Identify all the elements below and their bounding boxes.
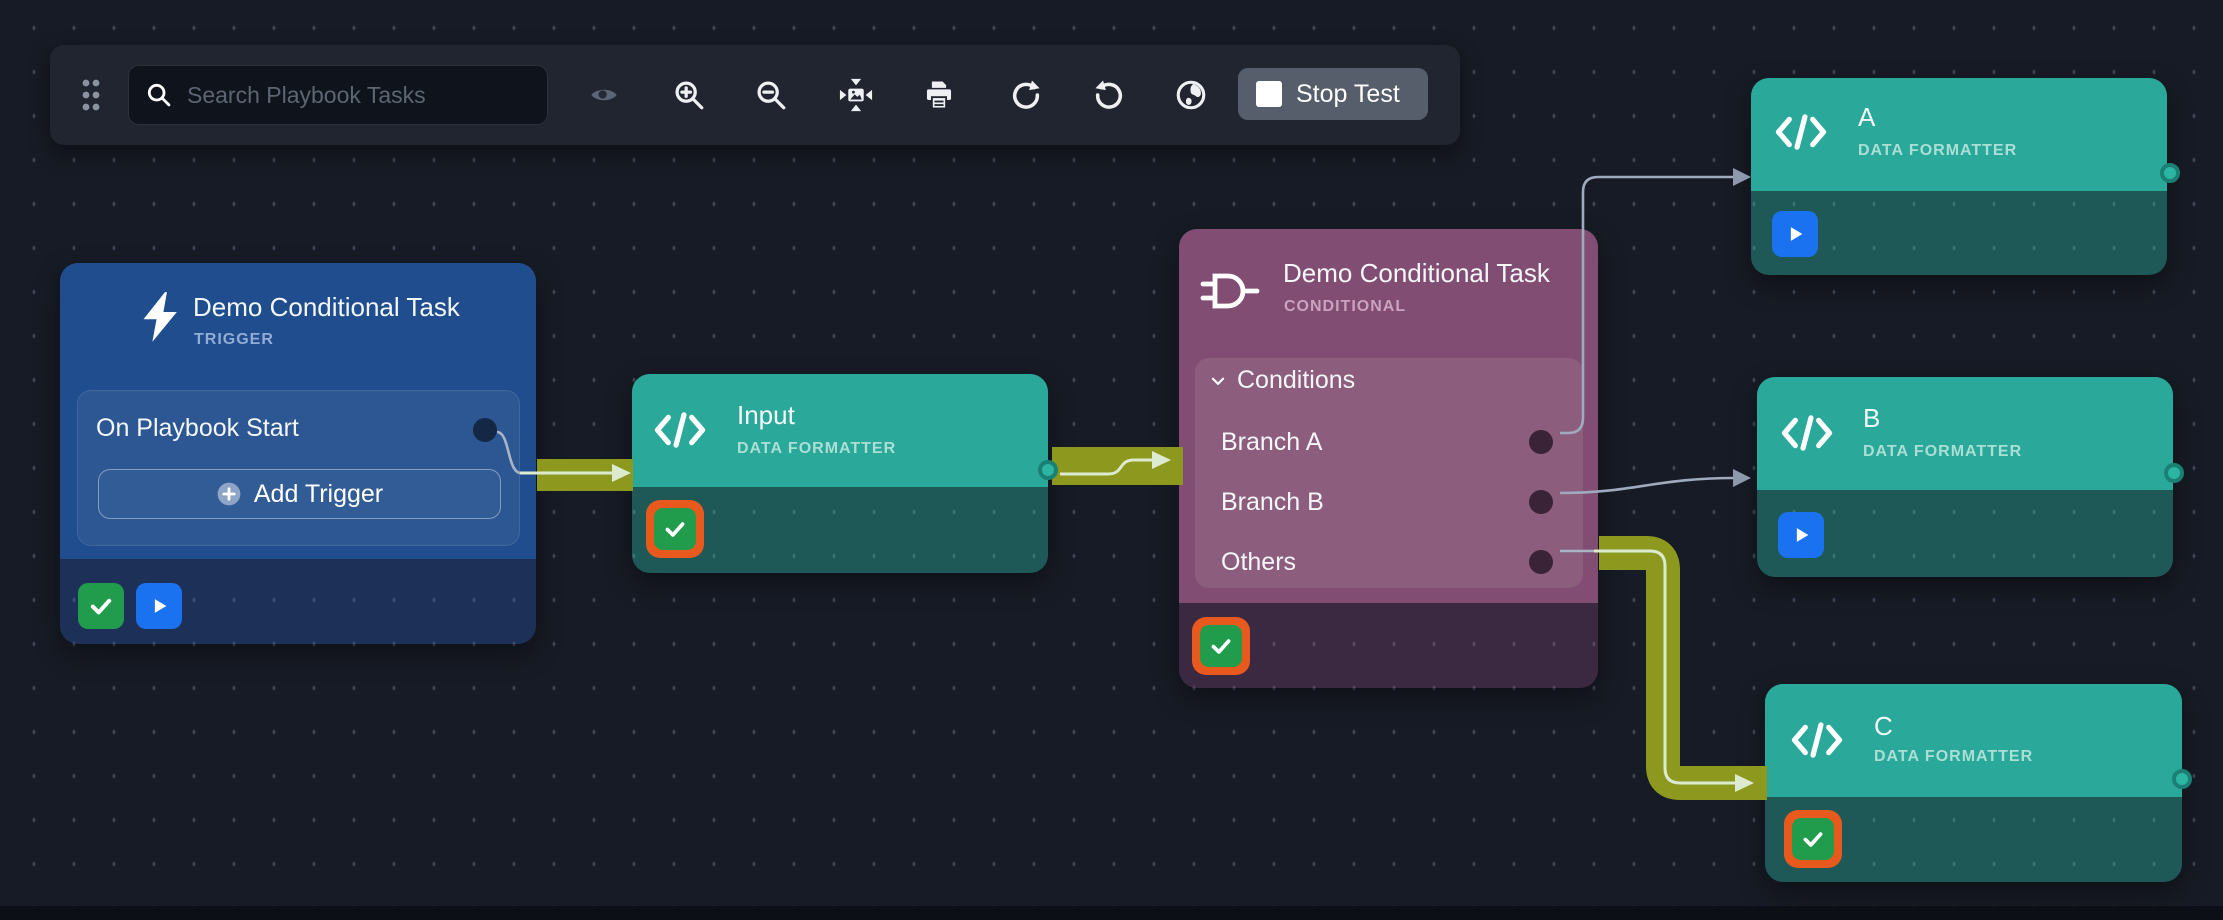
- code-icon: [1771, 106, 1831, 158]
- node-title: Input: [737, 400, 795, 430]
- arrowhead-into-b: [1733, 469, 1751, 487]
- lightning-icon: [128, 285, 192, 349]
- plus-circle-icon: [216, 481, 242, 507]
- run-play-button[interactable]: [1778, 512, 1824, 558]
- output-port[interactable]: [2172, 769, 2192, 789]
- node-title: B: [1863, 403, 1881, 433]
- check-icon: [1803, 832, 1823, 847]
- node-c-header: [1765, 684, 2182, 797]
- output-port[interactable]: [2164, 463, 2184, 483]
- node-type-label: TRIGGER: [194, 331, 274, 348]
- branch-b-port[interactable]: [1529, 490, 1553, 514]
- eye-icon[interactable]: [585, 76, 623, 114]
- branch-row-others[interactable]: Others: [1195, 540, 1583, 588]
- add-trigger-button[interactable]: Add Trigger: [98, 469, 501, 519]
- run-play-button[interactable]: [136, 583, 182, 629]
- node-title: A: [1858, 102, 1876, 132]
- play-icon: [1796, 528, 1809, 542]
- success-check-button[interactable]: [78, 583, 124, 629]
- node-type-label: DATA FORMATTER: [737, 440, 897, 457]
- arrowhead-into-a: [1733, 168, 1751, 186]
- play-icon: [154, 599, 167, 613]
- stop-icon: [1256, 81, 1282, 107]
- output-port[interactable]: [2160, 163, 2180, 183]
- node-type-label: DATA FORMATTER: [1858, 142, 2018, 159]
- check-icon: [665, 522, 685, 537]
- node-b[interactable]: B DATA FORMATTER: [1757, 377, 2184, 577]
- check-icon: [1211, 639, 1231, 654]
- print-icon[interactable]: [920, 76, 958, 114]
- arrowhead-into-conditional: [1152, 451, 1171, 469]
- chevron-down-icon: [1211, 377, 1225, 385]
- check-icon: [90, 598, 112, 615]
- trigger-row-label: On Playbook Start: [96, 414, 299, 442]
- branch-row-a[interactable]: Branch A: [1195, 420, 1583, 468]
- arrowhead-into-c: [1735, 774, 1754, 792]
- conditions-section-toggle[interactable]: Conditions: [1209, 366, 1355, 395]
- branch-a-port[interactable]: [1529, 430, 1553, 454]
- node-title: Demo Conditional Task: [1283, 258, 1550, 288]
- success-check-button-selected[interactable]: [1192, 617, 1250, 675]
- node-trigger-header: [60, 263, 536, 559]
- node-title: C: [1874, 711, 1893, 741]
- editor-toolbar: Stop Test: [50, 45, 1460, 145]
- search-input[interactable]: [185, 80, 531, 110]
- branch-row-b[interactable]: Branch B: [1195, 480, 1583, 528]
- node-title: Demo Conditional Task: [193, 292, 460, 322]
- zoom-in-icon[interactable]: [670, 76, 708, 114]
- trigger-output-port[interactable]: [473, 418, 497, 442]
- branch-label: Branch B: [1221, 488, 1324, 516]
- node-trigger[interactable]: Demo Conditional Task TRIGGER On Playboo…: [60, 263, 536, 644]
- branch-label: Others: [1221, 548, 1297, 576]
- wire-others-to-c: [1599, 536, 1767, 800]
- drag-handle[interactable]: [80, 76, 102, 119]
- zoom-out-icon[interactable]: [752, 76, 790, 114]
- node-input[interactable]: Input DATA FORMATTER: [632, 374, 1058, 573]
- trigger-panel: On Playbook Start Add Trigger: [77, 390, 520, 546]
- output-port[interactable]: [1038, 460, 1058, 480]
- globe-icon[interactable]: [1172, 76, 1210, 114]
- node-type-label: DATA FORMATTER: [1874, 748, 2034, 765]
- success-check-button-selected[interactable]: [1784, 810, 1842, 868]
- play-icon: [1790, 227, 1803, 241]
- branch-label: Branch A: [1221, 428, 1323, 456]
- node-conditional[interactable]: Demo Conditional Task CONDITIONAL Condit…: [1179, 229, 1598, 688]
- search-icon: [145, 81, 173, 109]
- node-type-label: DATA FORMATTER: [1863, 443, 2023, 460]
- logic-gate-icon: [1197, 265, 1263, 317]
- conditions-panel: Conditions Branch A Branch B Others: [1195, 358, 1583, 588]
- search-box: [128, 65, 548, 125]
- stop-test-button[interactable]: Stop Test: [1238, 68, 1428, 120]
- others-port[interactable]: [1529, 550, 1553, 574]
- node-a[interactable]: A DATA FORMATTER: [1751, 78, 2180, 275]
- code-icon: [1787, 714, 1847, 766]
- undo-icon[interactable]: [1090, 76, 1128, 114]
- bottom-edge: [0, 906, 2223, 920]
- conditions-section-label: Conditions: [1237, 366, 1356, 394]
- redo-icon[interactable]: [1007, 76, 1045, 114]
- stop-test-label: Stop Test: [1296, 79, 1400, 108]
- code-icon: [1777, 407, 1837, 459]
- fit-view-icon[interactable]: [837, 76, 875, 114]
- success-check-button-selected[interactable]: [646, 500, 704, 558]
- add-trigger-label: Add Trigger: [253, 479, 384, 508]
- run-play-button[interactable]: [1772, 211, 1818, 257]
- arrowhead-into-input: [612, 464, 631, 482]
- node-type-label: CONDITIONAL: [1284, 298, 1407, 315]
- code-icon: [650, 404, 710, 456]
- node-c[interactable]: C DATA FORMATTER: [1765, 684, 2192, 882]
